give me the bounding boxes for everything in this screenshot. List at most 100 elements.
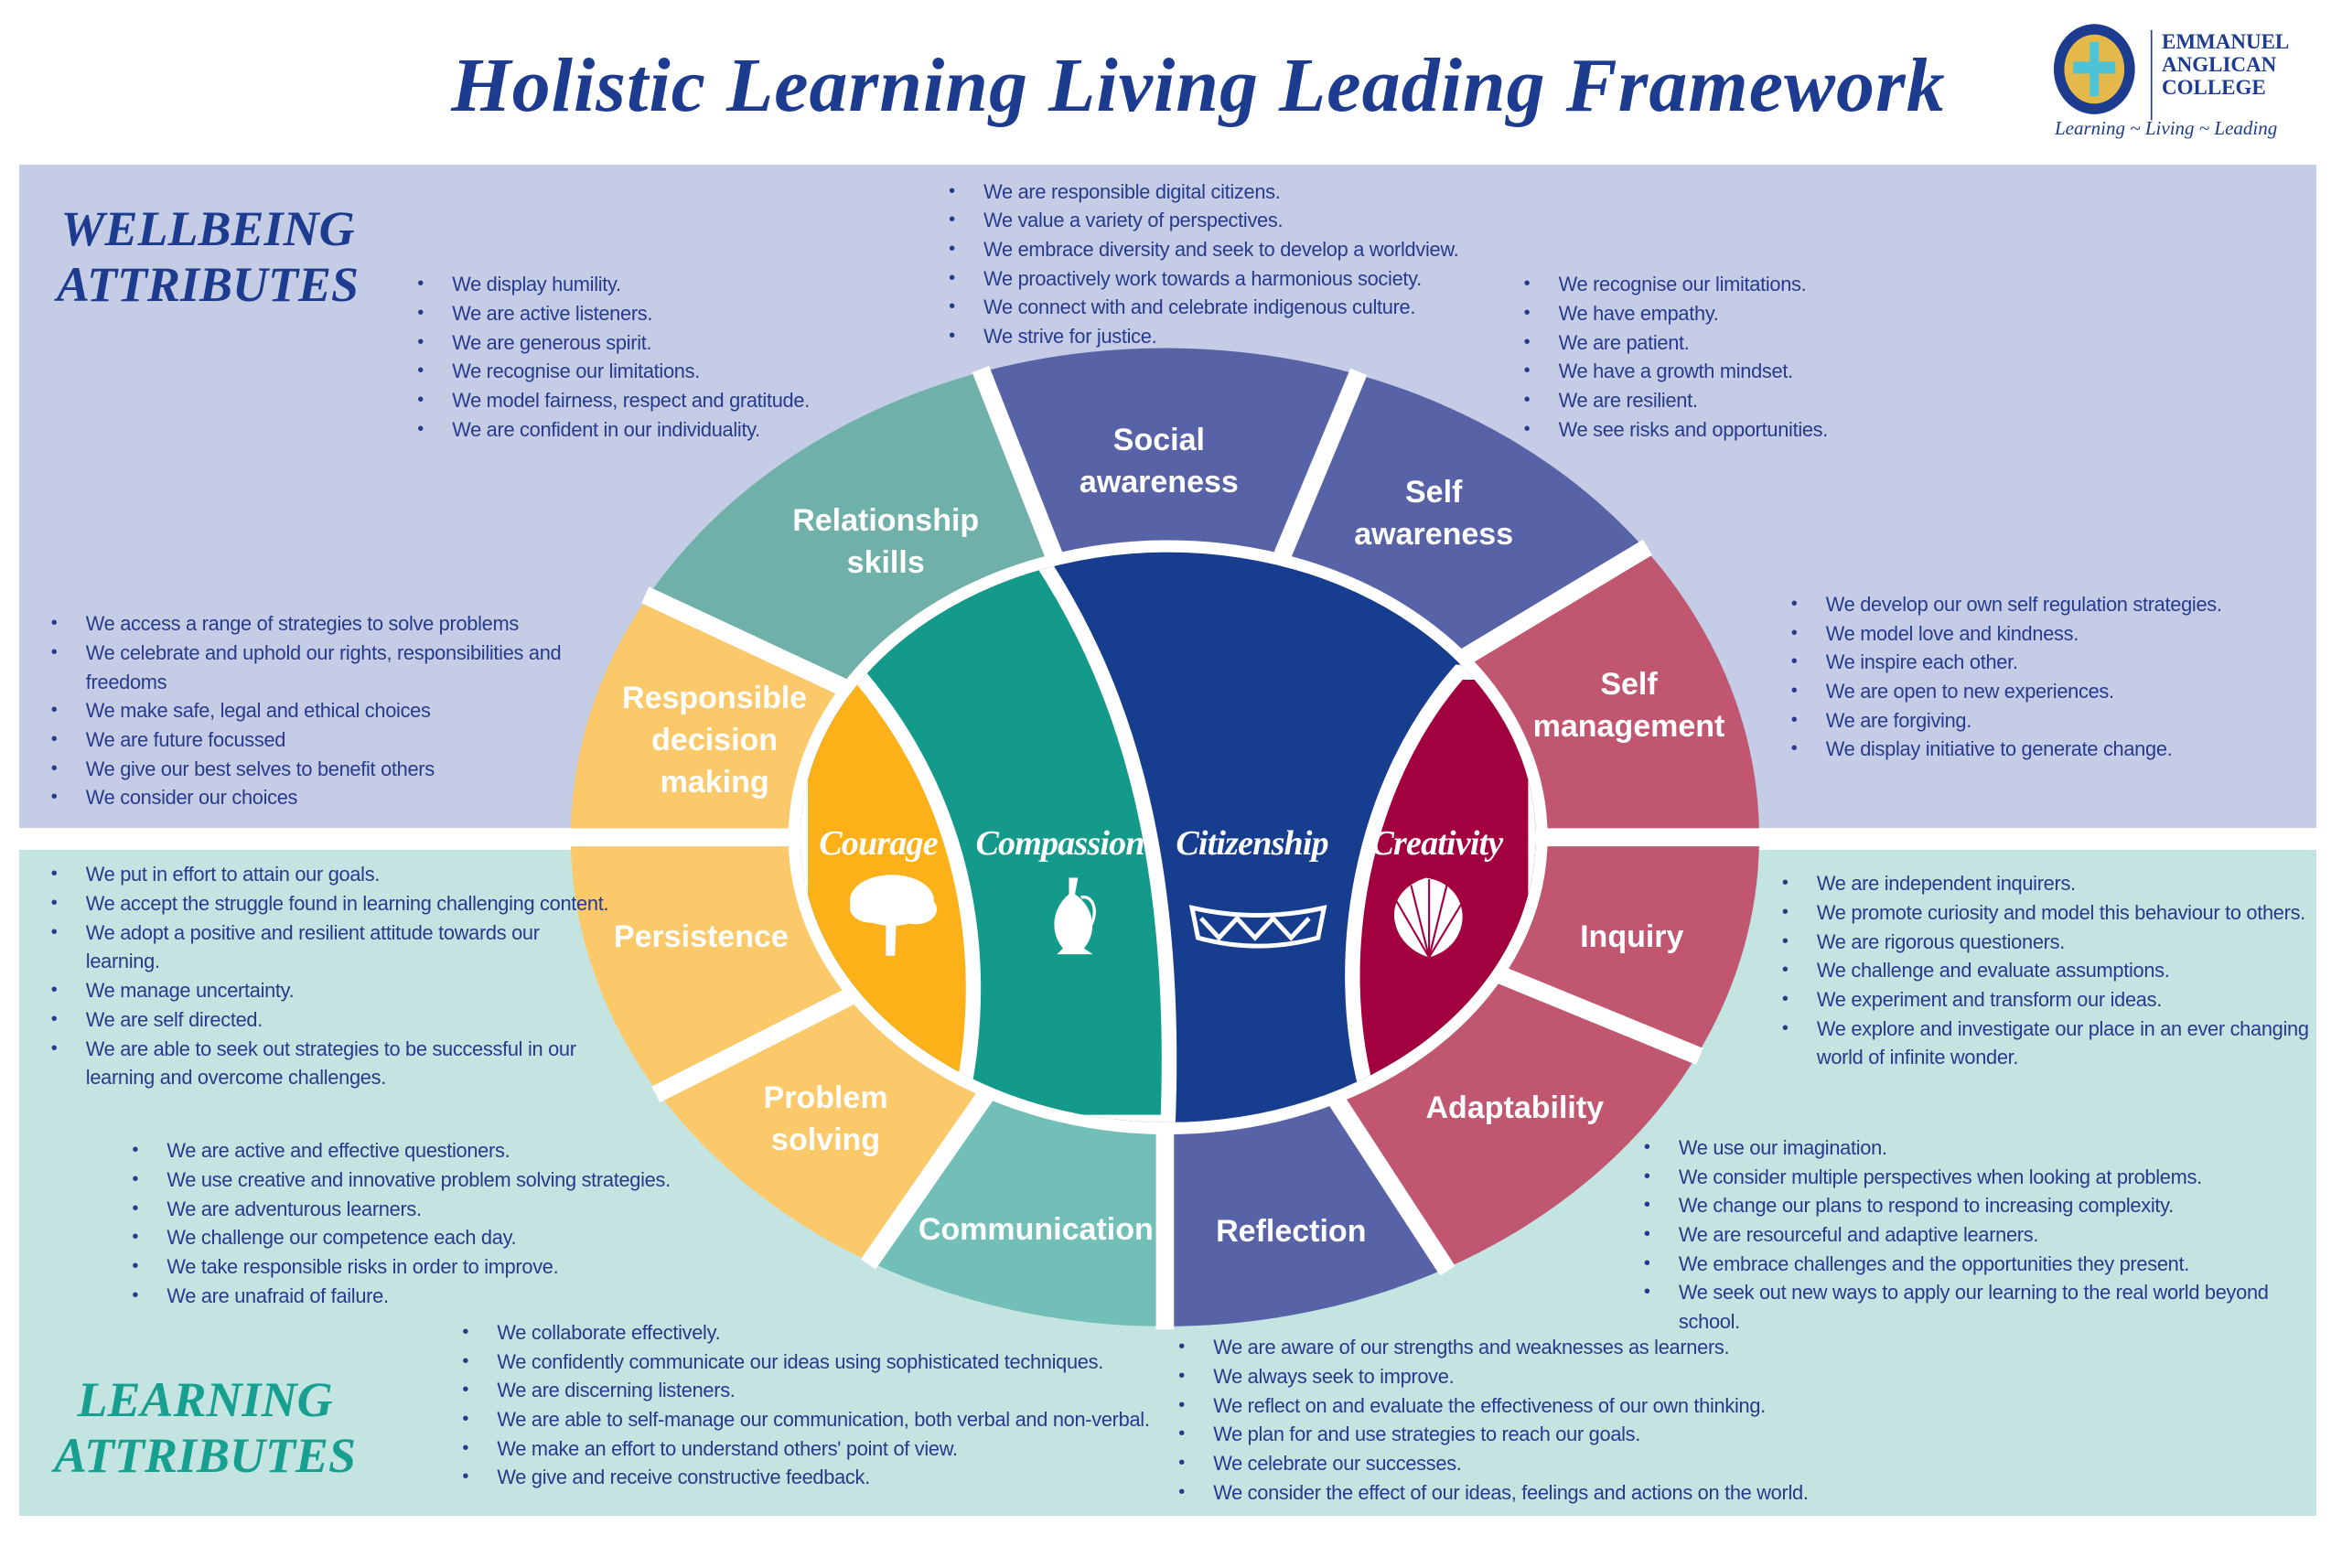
list-item: We are responsible digital citizens. — [949, 177, 1614, 207]
list-item: We seek out new ways to apply our learni… — [1644, 1278, 2325, 1336]
list-item: We give and receive constructive feedbac… — [462, 1463, 1202, 1492]
list-item: We access a range of strategies to solve… — [51, 609, 604, 639]
segment-label-line: making — [660, 765, 769, 800]
heading-line: ATTRIBUTES — [57, 257, 360, 312]
segment-label-line: Inquiry — [1580, 919, 1684, 954]
list-item: We recognise our limitations. — [417, 357, 902, 386]
segment-label-line: solving — [771, 1122, 881, 1157]
segment-divider — [972, 365, 1073, 585]
list-item: We are patient. — [1524, 328, 2009, 358]
segment-label-line: Self — [1600, 667, 1658, 703]
segment-label-line: Communication — [918, 1212, 1154, 1247]
attribute-list-responsible-decision-making: We access a range of strategies to solve… — [51, 609, 604, 812]
segment-label-line: Relationship — [792, 503, 980, 539]
jug-icon — [1054, 877, 1096, 955]
list-item: We challenge and evaluate assumptions. — [1782, 956, 2327, 985]
heading-line: LEARNING — [77, 1372, 333, 1427]
list-item: We model fairness, respect and gratitude… — [417, 386, 902, 415]
segment-divider — [651, 975, 880, 1103]
list-item: We confidently communicate our ideas usi… — [462, 1348, 1202, 1377]
college-seal-icon — [2053, 24, 2153, 121]
core-label-courage: Courage — [819, 824, 938, 864]
segment-label-reflection: Reflection — [1216, 1210, 1366, 1252]
college-logo — [2049, 21, 2159, 131]
list-item: We put in effort to attain our goals. — [51, 860, 619, 889]
list-item: We are resourceful and adaptive learners… — [1644, 1220, 2325, 1250]
segment-divider — [1313, 1070, 1456, 1276]
list-item: We accept the struggle found in learning… — [51, 889, 619, 918]
list-item: We celebrate and uphold our rights, resp… — [51, 639, 604, 696]
heading-line: WELLBEING — [60, 201, 355, 256]
page-title: Holistic Learning Living Leading Framewo… — [451, 43, 1946, 128]
segment-divider — [641, 586, 874, 708]
list-item: We are generous spirit. — [417, 328, 902, 358]
segment-label-line: Social — [1112, 422, 1205, 457]
attribute-list-communication: We collaborate effectively.We confidentl… — [462, 1318, 1202, 1492]
list-item: We display humility. — [417, 270, 902, 299]
list-item: We collaborate effectively. — [462, 1318, 1202, 1348]
list-item: We are resilient. — [1524, 386, 2009, 415]
segment-label-line: Self — [1404, 475, 1463, 510]
attribute-list-social-awareness: We are responsible digital citizens.We v… — [949, 177, 1614, 351]
list-item: We develop our own self regulation strat… — [1791, 590, 2322, 619]
segment-divider — [1466, 953, 1703, 1066]
list-item: We celebrate our successes. — [1178, 1449, 1888, 1478]
segment-label-line: Adaptability — [1425, 1090, 1605, 1126]
list-item: We are active and effective questioners. — [132, 1136, 737, 1165]
wellbeing-heading: WELLBEING ATTRIBUTES — [57, 201, 359, 313]
segment-label-line: awareness — [1354, 517, 1514, 553]
list-item: We always seek to improve. — [1178, 1362, 1888, 1391]
list-item: We challenge our competence each day. — [132, 1223, 737, 1252]
attribute-list-inquiry: We are independent inquirers.We promote … — [1782, 869, 2327, 1072]
segment-label-line: management — [1532, 709, 1725, 745]
list-item: We proactively work towards a harmonious… — [949, 264, 1614, 294]
list-item: We use creative and innovative problem s… — [132, 1165, 737, 1195]
list-item: We are able to self-manage our communica… — [462, 1405, 1202, 1434]
core-label-compassion: Compassion — [975, 824, 1144, 864]
list-item: We explore and investigate our place in … — [1782, 1015, 2327, 1072]
list-item: We are rigorous questioners. — [1782, 928, 2327, 957]
list-item: We model love and kindness. — [1791, 619, 2322, 649]
list-item: We plan for and use strategies to reach … — [1178, 1420, 1888, 1449]
list-item: We embrace challenges and the opportunit… — [1644, 1250, 2325, 1279]
list-item: We change our plans to respond to increa… — [1644, 1191, 2325, 1220]
list-item: We value a variety of perspectives. — [949, 206, 1614, 235]
college-name-line: EMMANUEL — [2162, 30, 2290, 53]
segment-label-line: Reflection — [1216, 1213, 1367, 1249]
segment-label-persistence: Persistence — [614, 916, 789, 958]
list-item: We consider the effect of our ideas, fee… — [1178, 1478, 1888, 1508]
learning-heading: LEARNING ATTRIBUTES — [54, 1372, 356, 1484]
core-label-creativity: Creativity — [1370, 824, 1503, 864]
attribute-list-self-management: We develop our own self regulation strat… — [1791, 590, 2322, 764]
heading-line: ATTRIBUTES — [54, 1428, 357, 1483]
segment-label-adaptability: Adaptability — [1425, 1087, 1604, 1129]
list-item: We give our best selves to benefit other… — [51, 755, 604, 784]
list-item: We make safe, legal and ethical choices — [51, 696, 604, 725]
list-item: We take responsible risks in order to im… — [132, 1252, 737, 1282]
segment-label-line: Persistence — [613, 919, 789, 954]
segment-label-self-awareness: Self awareness — [1354, 471, 1513, 555]
list-item: We are confident in our individuality. — [417, 415, 902, 445]
list-item: We are aware of our strengths and weakne… — [1178, 1333, 1888, 1362]
college-name-line: COLLEGE — [2162, 76, 2266, 99]
tree-icon — [849, 875, 938, 956]
list-item: We embrace diversity and seek to develop… — [949, 235, 1614, 264]
college-name-line: ANGLICAN — [2162, 53, 2277, 76]
list-item: We are unafraid of failure. — [132, 1282, 737, 1311]
core-label-citizenship: Citizenship — [1176, 824, 1328, 864]
college-name: EMMANUEL ANGLICAN COLLEGE — [2162, 30, 2289, 99]
segment-label-relationship-skills: Relationship skills — [792, 499, 979, 584]
segment-divider — [1262, 368, 1368, 587]
shell-icon — [1393, 877, 1465, 958]
list-item: We recognise our limitations. — [1524, 270, 2009, 299]
segment-label-line: skills — [846, 545, 925, 581]
list-item: We have empathy. — [1524, 299, 2009, 328]
college-tagline: Learning ~ Living ~ Leading — [2055, 117, 2278, 139]
list-item: We adopt a positive and resilient attitu… — [51, 918, 619, 976]
attribute-list-persistence: We put in effort to attain our goals.We … — [51, 860, 619, 1092]
